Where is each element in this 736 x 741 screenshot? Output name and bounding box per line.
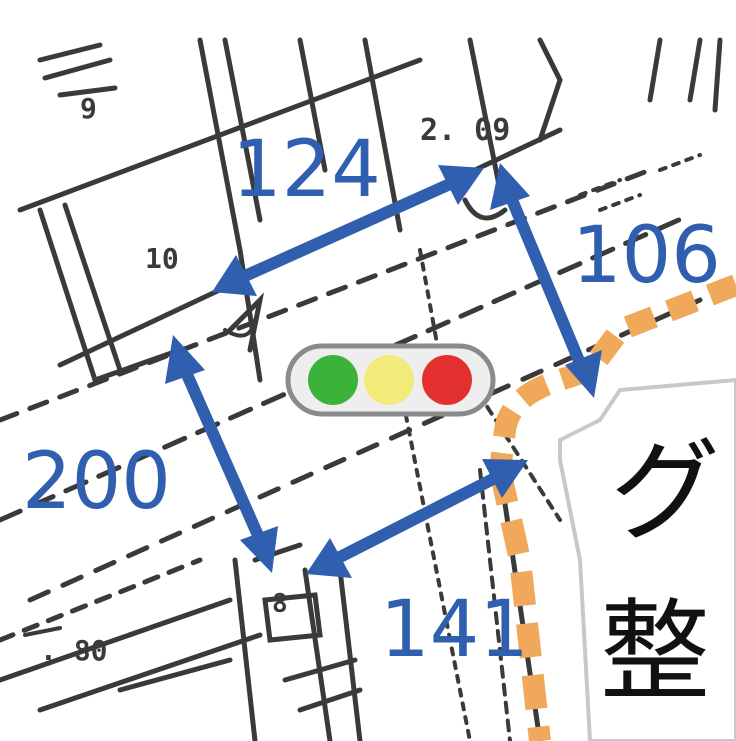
arrow-left (179, 364, 266, 546)
traffic-signal-icon (285, 343, 496, 417)
distance-label-left: 200 (22, 437, 171, 527)
distance-label-top: 124 (232, 125, 381, 215)
japanese-text-line1: グ (610, 428, 720, 556)
arrow-right (504, 189, 588, 374)
arrowhead-right-bottom (565, 350, 602, 398)
arrowhead-bottom-left (306, 538, 352, 578)
arrow-bottom (334, 472, 501, 563)
japanese-text-line2: 整 (600, 588, 710, 716)
arrowhead-left-bottom (240, 526, 278, 573)
lot-number-9: 9 (80, 92, 97, 125)
distance-label-right: 106 (572, 211, 721, 301)
parcel-outline (558, 377, 736, 741)
arrowhead-bottom-right (482, 459, 528, 498)
lot-number-8: 8 (272, 589, 288, 619)
arrowhead-right-top (490, 163, 530, 210)
signal-yellow-light (364, 355, 414, 405)
arrowhead-top-right (438, 165, 484, 205)
distance-label-bottom: 141 (380, 585, 529, 675)
arrowhead-left-top (165, 335, 205, 384)
signal-red-light (422, 355, 472, 405)
lot-number-80: . 80 (40, 634, 107, 667)
lot-number-2-09: 2. 09 (420, 113, 510, 148)
signal-green-light (308, 355, 358, 405)
orange-boundary (489, 274, 736, 741)
arrow-top (239, 178, 456, 282)
arrowhead-top-left (212, 255, 257, 296)
distance-arrows (165, 163, 602, 578)
lot-number-10: 10 (145, 242, 179, 275)
